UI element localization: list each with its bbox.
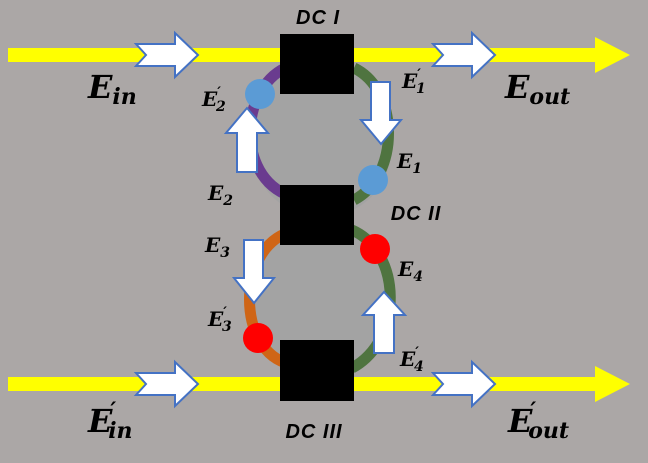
label-e3-prime-sub: 3 <box>222 319 232 335</box>
label-e2-prime: E′2 <box>201 85 226 115</box>
label-e2-sub: 2 <box>222 193 233 209</box>
label-e4: E4 <box>397 257 423 285</box>
label-e-in: Ein <box>87 68 137 110</box>
label-e-in-prime-mark: ′ <box>110 398 116 424</box>
marker-e4 <box>360 234 390 264</box>
label-e-out-sub: out <box>529 84 570 110</box>
flow-arrow-e4-up <box>360 290 408 354</box>
label-e2-base: E <box>207 181 224 205</box>
marker-e2-prime <box>245 79 275 109</box>
label-e2-prime-base: E <box>201 87 218 111</box>
label-e-out-prime-mark: ′ <box>530 398 536 424</box>
coupler-dc2 <box>280 185 354 245</box>
label-e1-prime-base: E <box>401 69 418 93</box>
label-e-in-sub: in <box>112 84 136 110</box>
label-e4-prime: E′4 <box>399 345 424 375</box>
flow-arrow-e3-down <box>231 239 277 305</box>
label-e-out-prime: E′out <box>507 398 569 444</box>
label-e-in-prime: E′in <box>87 398 133 444</box>
label-e-in-prime-base: E <box>87 402 113 440</box>
flow-arrow-in-top <box>133 30 200 80</box>
label-e4-sub: 4 <box>413 269 423 285</box>
upper-ring-fill <box>253 64 391 216</box>
flow-arrow-e2-up <box>223 106 271 173</box>
label-dc2: DC II <box>391 203 442 225</box>
coupler-dc3 <box>280 340 354 401</box>
label-e4-base: E <box>397 257 414 281</box>
flow-arrow-out-top <box>430 30 497 80</box>
label-e1: E1 <box>396 149 422 177</box>
label-e4-prime-base: E <box>399 347 416 371</box>
label-e-out-prime-base: E <box>507 402 533 440</box>
label-e3-prime-mark: ′ <box>223 305 227 321</box>
coupler-dc1 <box>280 34 354 94</box>
marker-e3-prime <box>243 323 273 353</box>
marker-e1 <box>358 165 388 195</box>
label-e2-prime-sub: 2 <box>215 99 226 115</box>
label-e-in-base: E <box>87 68 113 106</box>
label-e-out: Eout <box>504 68 570 110</box>
lower-ring-left-arc <box>244 226 293 370</box>
flow-arrow-out-bottom <box>430 359 497 409</box>
label-e-in-prime-sub: in <box>108 418 132 444</box>
label-e1-sub: 1 <box>412 161 422 177</box>
label-e4-prime-sub: 4 <box>414 359 424 375</box>
label-e4-prime-mark: ′ <box>415 345 419 361</box>
label-e-out-base: E <box>504 68 530 106</box>
label-e-out-prime-sub: out <box>528 418 569 444</box>
label-e1-prime: E′1 <box>401 67 426 97</box>
label-dc1: DC I <box>296 7 340 29</box>
flow-arrow-e1-down <box>358 81 404 146</box>
label-e3: E3 <box>204 233 230 261</box>
label-e2-prime-mark: ′ <box>217 85 221 101</box>
label-e3-base: E <box>204 233 221 257</box>
label-e3-prime-base: E <box>207 307 224 331</box>
lower-ring-fill <box>253 218 391 376</box>
label-e3-prime: E′3 <box>207 305 232 335</box>
label-e1-prime-sub: 1 <box>416 81 426 97</box>
label-dc3: DC III <box>285 421 342 443</box>
label-e1-prime-mark: ′ <box>417 67 421 83</box>
label-e1-base: E <box>396 149 413 173</box>
label-e3-sub: 3 <box>220 245 230 261</box>
label-e2: E2 <box>207 181 233 209</box>
flow-arrow-in-bottom <box>133 359 200 409</box>
